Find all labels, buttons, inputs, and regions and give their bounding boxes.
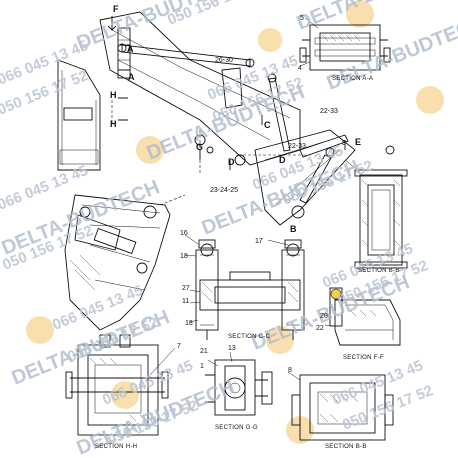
section-title-c: SECTION C-C xyxy=(228,334,271,340)
section-c-view xyxy=(184,234,305,340)
section-title-bb: SECTION B-B xyxy=(325,444,367,450)
callout-labels: F A A H H G D D C E B 26-30 22-33 22-33 … xyxy=(110,4,361,374)
callout-5: 5 xyxy=(300,15,304,22)
section-bb-view xyxy=(287,371,394,441)
callout-26-30: 26-30 xyxy=(215,57,233,64)
section-h-view xyxy=(65,334,176,436)
watermark-logos xyxy=(26,0,444,444)
callout-22-33-b: 22-33 xyxy=(288,143,306,150)
callout-21: 21 xyxy=(200,348,208,355)
boom-assembly xyxy=(57,11,356,226)
callout-H: H xyxy=(110,90,117,100)
section-title-a: SECTION A-A xyxy=(332,76,373,82)
callout-8-b: 8 xyxy=(288,367,292,374)
callout-17: 17 xyxy=(255,238,263,245)
callout-18: 18 xyxy=(180,253,188,260)
section-title-b: SECTION B-B xyxy=(358,268,400,274)
callout-7: 7 xyxy=(177,343,181,350)
callout-1: 1 xyxy=(200,363,204,370)
callout-20: 20 xyxy=(320,313,328,320)
lower-left-assembly xyxy=(64,194,186,331)
callout-8: 8 xyxy=(342,140,346,147)
section-titles: SECTION A-A SECTION B-B SECTION C-C SECT… xyxy=(95,76,400,450)
callout-23-24-25: 23-24-25 xyxy=(210,187,238,194)
section-f-view xyxy=(324,287,401,346)
callout-A-2: A xyxy=(128,72,135,82)
watermark-brand-9: DELTA-BUDTECH xyxy=(324,11,458,94)
callout-27: 27 xyxy=(182,285,190,292)
callout-F: F xyxy=(113,4,119,14)
section-a-view xyxy=(299,17,391,71)
watermark-phone-f: 066 045 13 45 xyxy=(0,162,90,214)
section-title-f: SECTION F-F xyxy=(343,355,384,361)
callout-A: A xyxy=(127,44,134,54)
callout-11: 11 xyxy=(182,298,189,305)
callout-16: 16 xyxy=(180,230,188,237)
callout-18-b: 18 xyxy=(185,320,193,327)
callout-B: B xyxy=(290,224,297,234)
callout-E: E xyxy=(355,137,361,147)
callout-C: C xyxy=(264,120,271,130)
callout-D: D xyxy=(228,157,235,167)
callout-13: 13 xyxy=(228,345,236,352)
callout-H-2: H xyxy=(110,119,117,129)
section-title-g: SECTION G-G xyxy=(215,425,258,431)
callout-G: G xyxy=(196,142,203,152)
callout-4: 4 xyxy=(298,65,302,72)
callout-22-33: 22-33 xyxy=(320,108,338,115)
section-title-h: SECTION H-H xyxy=(95,444,137,450)
callout-22: 22 xyxy=(316,325,324,332)
callout-D-2: D xyxy=(279,155,286,165)
section-g-view xyxy=(205,351,273,416)
section-b-view xyxy=(344,145,408,269)
